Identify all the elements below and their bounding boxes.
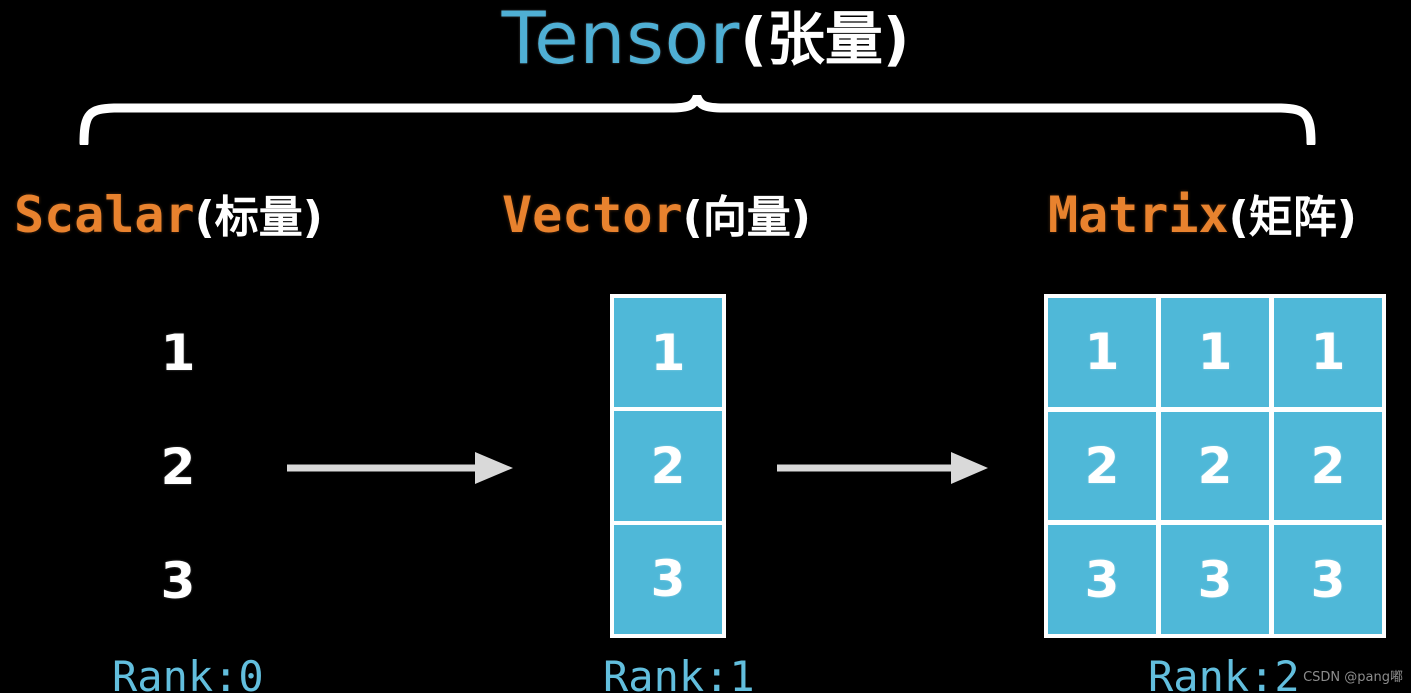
scalar-value-list: 1 2 3 — [130, 296, 226, 638]
scalar-value: 3 — [160, 552, 196, 610]
matrix-row: 3 3 3 — [1048, 525, 1382, 635]
curly-brace-icon — [79, 95, 1316, 145]
page-title: Tensor(张量) — [0, 2, 1411, 74]
heading-vector-latin: Vector — [502, 186, 683, 244]
bottom-caption — [0, 688, 1411, 693]
matrix-cell: 1 — [1274, 298, 1382, 407]
heading-scalar-latin: Scalar — [14, 186, 195, 244]
matrix-cell: 3 — [1048, 525, 1156, 635]
arrow-right-icon — [777, 452, 988, 484]
matrix-cell: 2 — [1161, 411, 1269, 521]
heading-matrix: Matrix(矩阵) — [1048, 190, 1357, 240]
matrix-cell: 3 — [1274, 525, 1382, 635]
heading-matrix-latin: Matrix — [1048, 186, 1229, 244]
vector-cell: 2 — [614, 411, 722, 521]
scalar-value: 1 — [160, 324, 196, 382]
matrix-row: 2 2 2 — [1048, 411, 1382, 521]
page-title-latin: Tensor — [501, 0, 741, 80]
matrix-cell: 2 — [1274, 411, 1382, 521]
rank-label-scalar: Rank:0 — [112, 652, 264, 693]
matrix-cell: 2 — [1048, 411, 1156, 521]
watermark: CSDN @pang嘟 — [1303, 670, 1403, 685]
heading-matrix-cjk: (矩阵) — [1228, 192, 1357, 243]
heading-scalar-cjk: (标量) — [194, 192, 323, 243]
matrix-block: 1 1 1 2 2 2 3 3 3 — [1044, 294, 1386, 638]
scalar-value: 2 — [160, 438, 196, 496]
matrix-cell: 1 — [1048, 298, 1156, 407]
heading-vector: Vector(向量) — [502, 190, 811, 240]
page-title-cjk: (张量) — [740, 5, 910, 73]
vector-block: 1 2 3 — [610, 294, 726, 638]
vector-cell: 3 — [614, 524, 722, 634]
matrix-cell: 1 — [1161, 298, 1269, 407]
heading-scalar: Scalar(标量) — [14, 190, 323, 240]
vector-cell: 1 — [614, 298, 722, 408]
rank-label-matrix: Rank:2 — [1148, 652, 1300, 693]
matrix-row: 1 1 1 — [1048, 298, 1382, 407]
arrow-right-icon — [287, 452, 513, 484]
heading-vector-cjk: (向量) — [682, 192, 811, 243]
rank-label-vector: Rank:1 — [603, 652, 755, 693]
matrix-cell: 3 — [1161, 525, 1269, 635]
